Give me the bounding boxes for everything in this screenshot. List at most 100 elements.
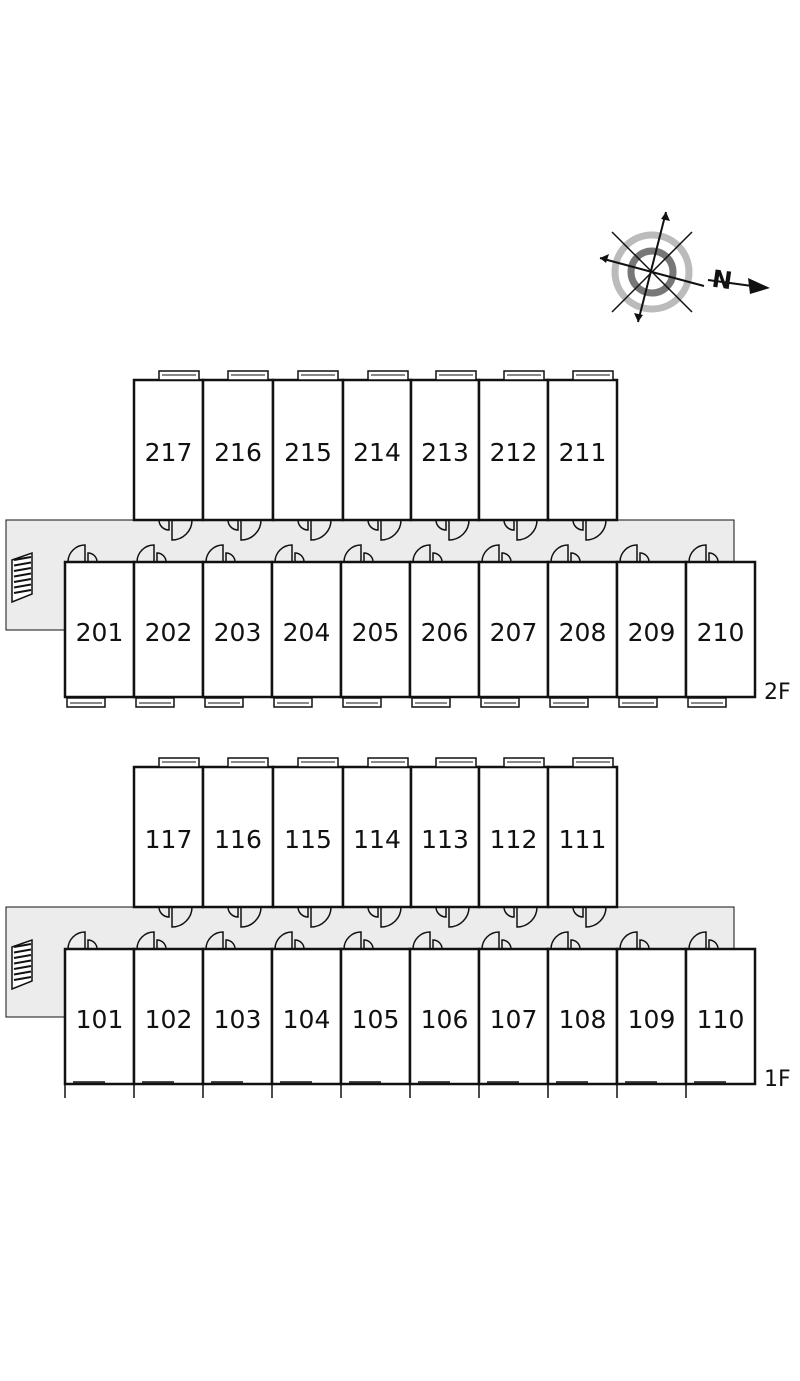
room-number: 112 xyxy=(490,825,538,854)
room-outline xyxy=(270,947,343,1086)
stair-icon xyxy=(11,551,33,604)
room-number: 210 xyxy=(697,618,745,647)
room-number: 207 xyxy=(490,618,538,647)
stair-step xyxy=(13,976,32,981)
room-number: 111 xyxy=(559,825,607,854)
door-icon xyxy=(516,906,538,928)
room-outline xyxy=(132,765,205,909)
room-outline xyxy=(132,560,205,699)
room-outline xyxy=(408,947,481,1086)
door-icon xyxy=(585,906,607,928)
room-109: 109 xyxy=(615,931,688,1098)
door-icon xyxy=(501,552,512,563)
compass-line xyxy=(637,211,667,323)
room-101: 101 xyxy=(63,931,136,1098)
room-104: 104 xyxy=(270,931,343,1098)
room-number: 117 xyxy=(145,825,193,854)
room-number: 202 xyxy=(145,618,193,647)
room-outline xyxy=(132,378,205,522)
room-number: 214 xyxy=(353,438,401,467)
room-number: 208 xyxy=(559,618,607,647)
room-108: 108 xyxy=(546,931,619,1098)
room-outline xyxy=(546,560,619,699)
stair-icon xyxy=(11,938,33,991)
door-icon xyxy=(570,552,581,563)
stair-step xyxy=(13,943,32,948)
door-icon xyxy=(572,519,584,531)
compass-outer-ring xyxy=(611,231,693,313)
room-number: 216 xyxy=(214,438,262,467)
room-106: 106 xyxy=(408,931,481,1098)
compass-arrowhead xyxy=(661,212,670,221)
room-202: 202 xyxy=(132,544,205,708)
floor-label: 1F xyxy=(764,1067,791,1092)
room-number: 114 xyxy=(353,825,401,854)
door-icon xyxy=(688,931,707,950)
compass-arrowhead xyxy=(600,254,609,263)
room-107: 107 xyxy=(477,931,550,1098)
room-205: 205 xyxy=(339,544,412,708)
north-arrow-shaft xyxy=(707,279,753,287)
door-icon xyxy=(225,939,236,950)
room-111: 111 xyxy=(546,757,619,928)
stair-step xyxy=(13,970,32,976)
room-outline xyxy=(132,947,205,1086)
stair-step xyxy=(13,567,32,572)
door-icon xyxy=(380,906,402,928)
door-icon xyxy=(435,519,447,531)
room-outline xyxy=(546,378,619,522)
door-icon xyxy=(136,544,155,563)
stair-step xyxy=(13,556,32,561)
compass-arrowhead xyxy=(634,313,643,322)
north-label: N xyxy=(710,265,734,296)
door-icon xyxy=(503,519,515,531)
room-206: 206 xyxy=(408,544,481,708)
door-icon xyxy=(550,931,569,950)
room-number: 215 xyxy=(284,438,332,467)
door-icon xyxy=(171,519,193,541)
room-number: 103 xyxy=(214,1005,262,1034)
door-icon xyxy=(708,552,719,563)
door-icon xyxy=(158,906,170,918)
door-icon xyxy=(156,552,167,563)
room-210: 210 xyxy=(684,544,757,708)
room-217: 217 xyxy=(132,370,205,541)
door-icon xyxy=(294,939,305,950)
door-icon xyxy=(67,544,86,563)
door-icon xyxy=(205,931,224,950)
room-outline xyxy=(339,947,412,1086)
compass-line xyxy=(611,231,693,313)
room-214: 214 xyxy=(341,370,413,541)
door-icon xyxy=(570,939,581,950)
north-arrow-icon xyxy=(748,278,770,294)
room-116: 116 xyxy=(201,757,275,928)
door-icon xyxy=(639,552,650,563)
room-number: 113 xyxy=(421,825,469,854)
stair-step xyxy=(13,948,32,954)
room-number: 213 xyxy=(421,438,469,467)
room-outline xyxy=(270,560,343,699)
door-icon xyxy=(240,906,262,928)
room-203: 203 xyxy=(201,544,274,708)
room-number: 206 xyxy=(421,618,469,647)
room-216: 216 xyxy=(201,370,275,541)
door-icon xyxy=(67,931,86,950)
door-icon xyxy=(87,552,98,563)
door-icon xyxy=(572,906,584,918)
door-icon xyxy=(225,552,236,563)
room-number: 106 xyxy=(421,1005,469,1034)
room-number: 102 xyxy=(145,1005,193,1034)
room-102: 102 xyxy=(132,931,205,1098)
door-icon xyxy=(619,931,638,950)
room-213: 213 xyxy=(409,370,481,541)
door-icon xyxy=(240,519,262,541)
room-outline xyxy=(615,560,688,699)
door-icon xyxy=(227,519,239,531)
room-115: 115 xyxy=(271,757,345,928)
stair-step xyxy=(13,578,32,583)
door-icon xyxy=(501,939,512,950)
door-icon xyxy=(294,552,305,563)
room-outline xyxy=(271,378,345,522)
